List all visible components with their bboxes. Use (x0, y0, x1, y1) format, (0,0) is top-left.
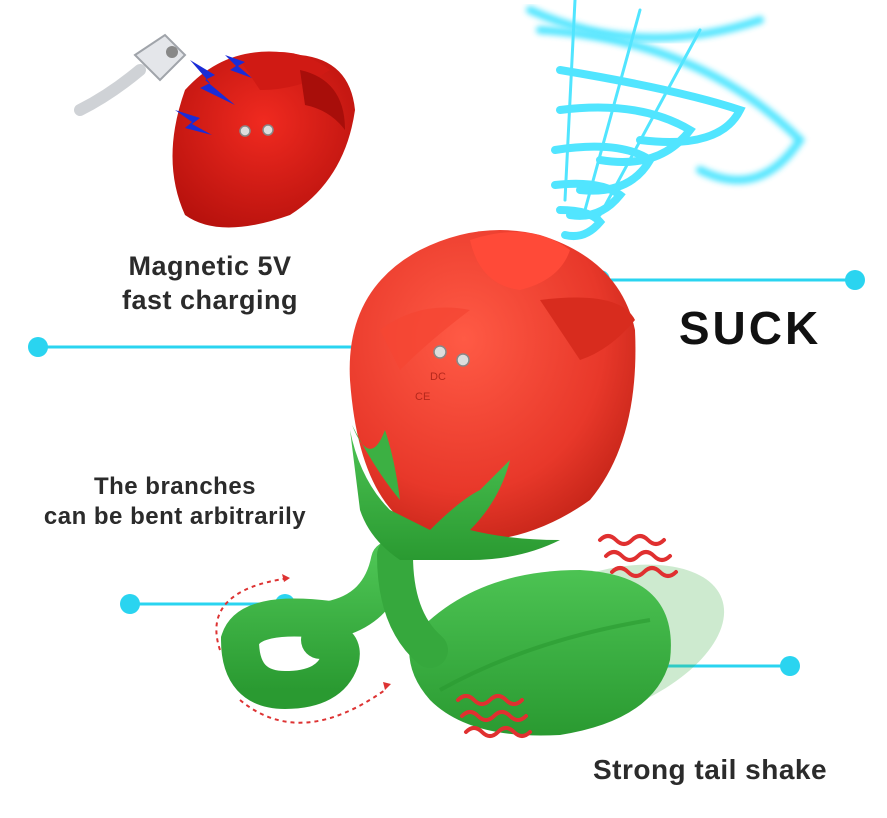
rose-bud: DC CE (349, 230, 636, 542)
suck-label: SUCK (678, 302, 822, 354)
branch-loop (220, 541, 409, 710)
tail-leaf (409, 570, 671, 736)
branches-label: The branches can be bent arbitrarily (10, 472, 340, 532)
charging-cable-icon (74, 33, 187, 116)
dc-marking: DC (430, 371, 446, 383)
charging-rose-illustration (172, 51, 355, 228)
rose-sepals (350, 430, 560, 560)
vibration-wave-icon (456, 534, 678, 738)
branches-label-line2: can be bent arbitrarily (43, 503, 307, 530)
lightning-icon (175, 55, 252, 135)
magnetic-label-line1: Magnetic 5V (128, 251, 292, 281)
suction-vortex-icon (526, 0, 806, 241)
branches-label-line1: The branches (93, 473, 257, 500)
magnetic-charging-label: Magnetic 5V fast charging (60, 250, 360, 318)
rotation-arrow-icon (215, 577, 386, 724)
tail-shake-label: Strong tail shake (592, 754, 828, 785)
magnetic-label-line2: fast charging (121, 284, 299, 315)
ce-marking: CE (415, 391, 430, 403)
